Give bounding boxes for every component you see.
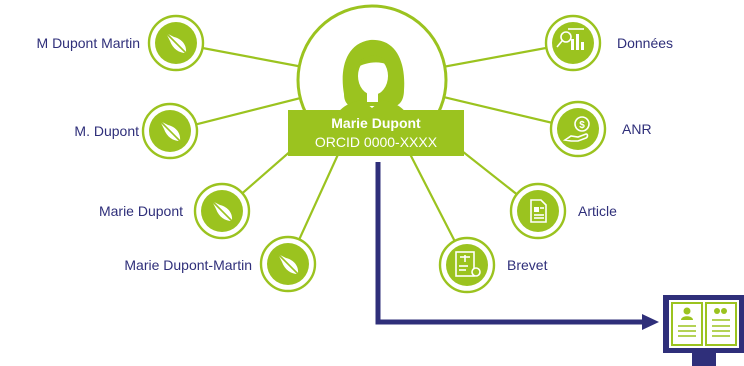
center-identifier: ORCID 0000-XXXX [315,134,438,150]
right-node: Article [509,182,617,240]
funding-hand-icon: $ [562,116,590,142]
node-label: Brevet [507,257,548,273]
quill-icon [211,200,233,222]
node-label: Marie Dupont-Martin [124,257,252,273]
node-label: Données [617,35,673,51]
right-node: Données [544,14,673,72]
profile-monitor-icon [663,295,744,366]
node-label: Article [578,203,617,219]
right-node: Brevet [438,236,548,294]
left-node: Marie Dupont [99,182,251,240]
center-name: Marie Dupont [331,115,421,131]
left-node: M. Dupont [74,102,199,160]
node-label: ANR [622,121,652,137]
center-node: Marie Dupont ORCID 0000-XXXX [288,4,464,156]
quill-icon [159,120,181,142]
node-label: M Dupont Martin [37,35,140,51]
svg-text:$: $ [579,120,585,131]
left-node: M Dupont Martin [37,14,205,72]
quill-icon [277,253,299,275]
data-icon [556,28,584,50]
article-icon [530,199,547,223]
patent-icon [455,251,481,277]
quill-icon [165,32,187,54]
right-node: $ ANR [549,100,652,158]
left-node: Marie Dupont-Martin [124,235,317,293]
node-label: Marie Dupont [99,203,183,219]
output-arrow [375,162,659,330]
node-label: M. Dupont [74,123,139,139]
center-label-box: Marie Dupont ORCID 0000-XXXX [288,110,464,156]
